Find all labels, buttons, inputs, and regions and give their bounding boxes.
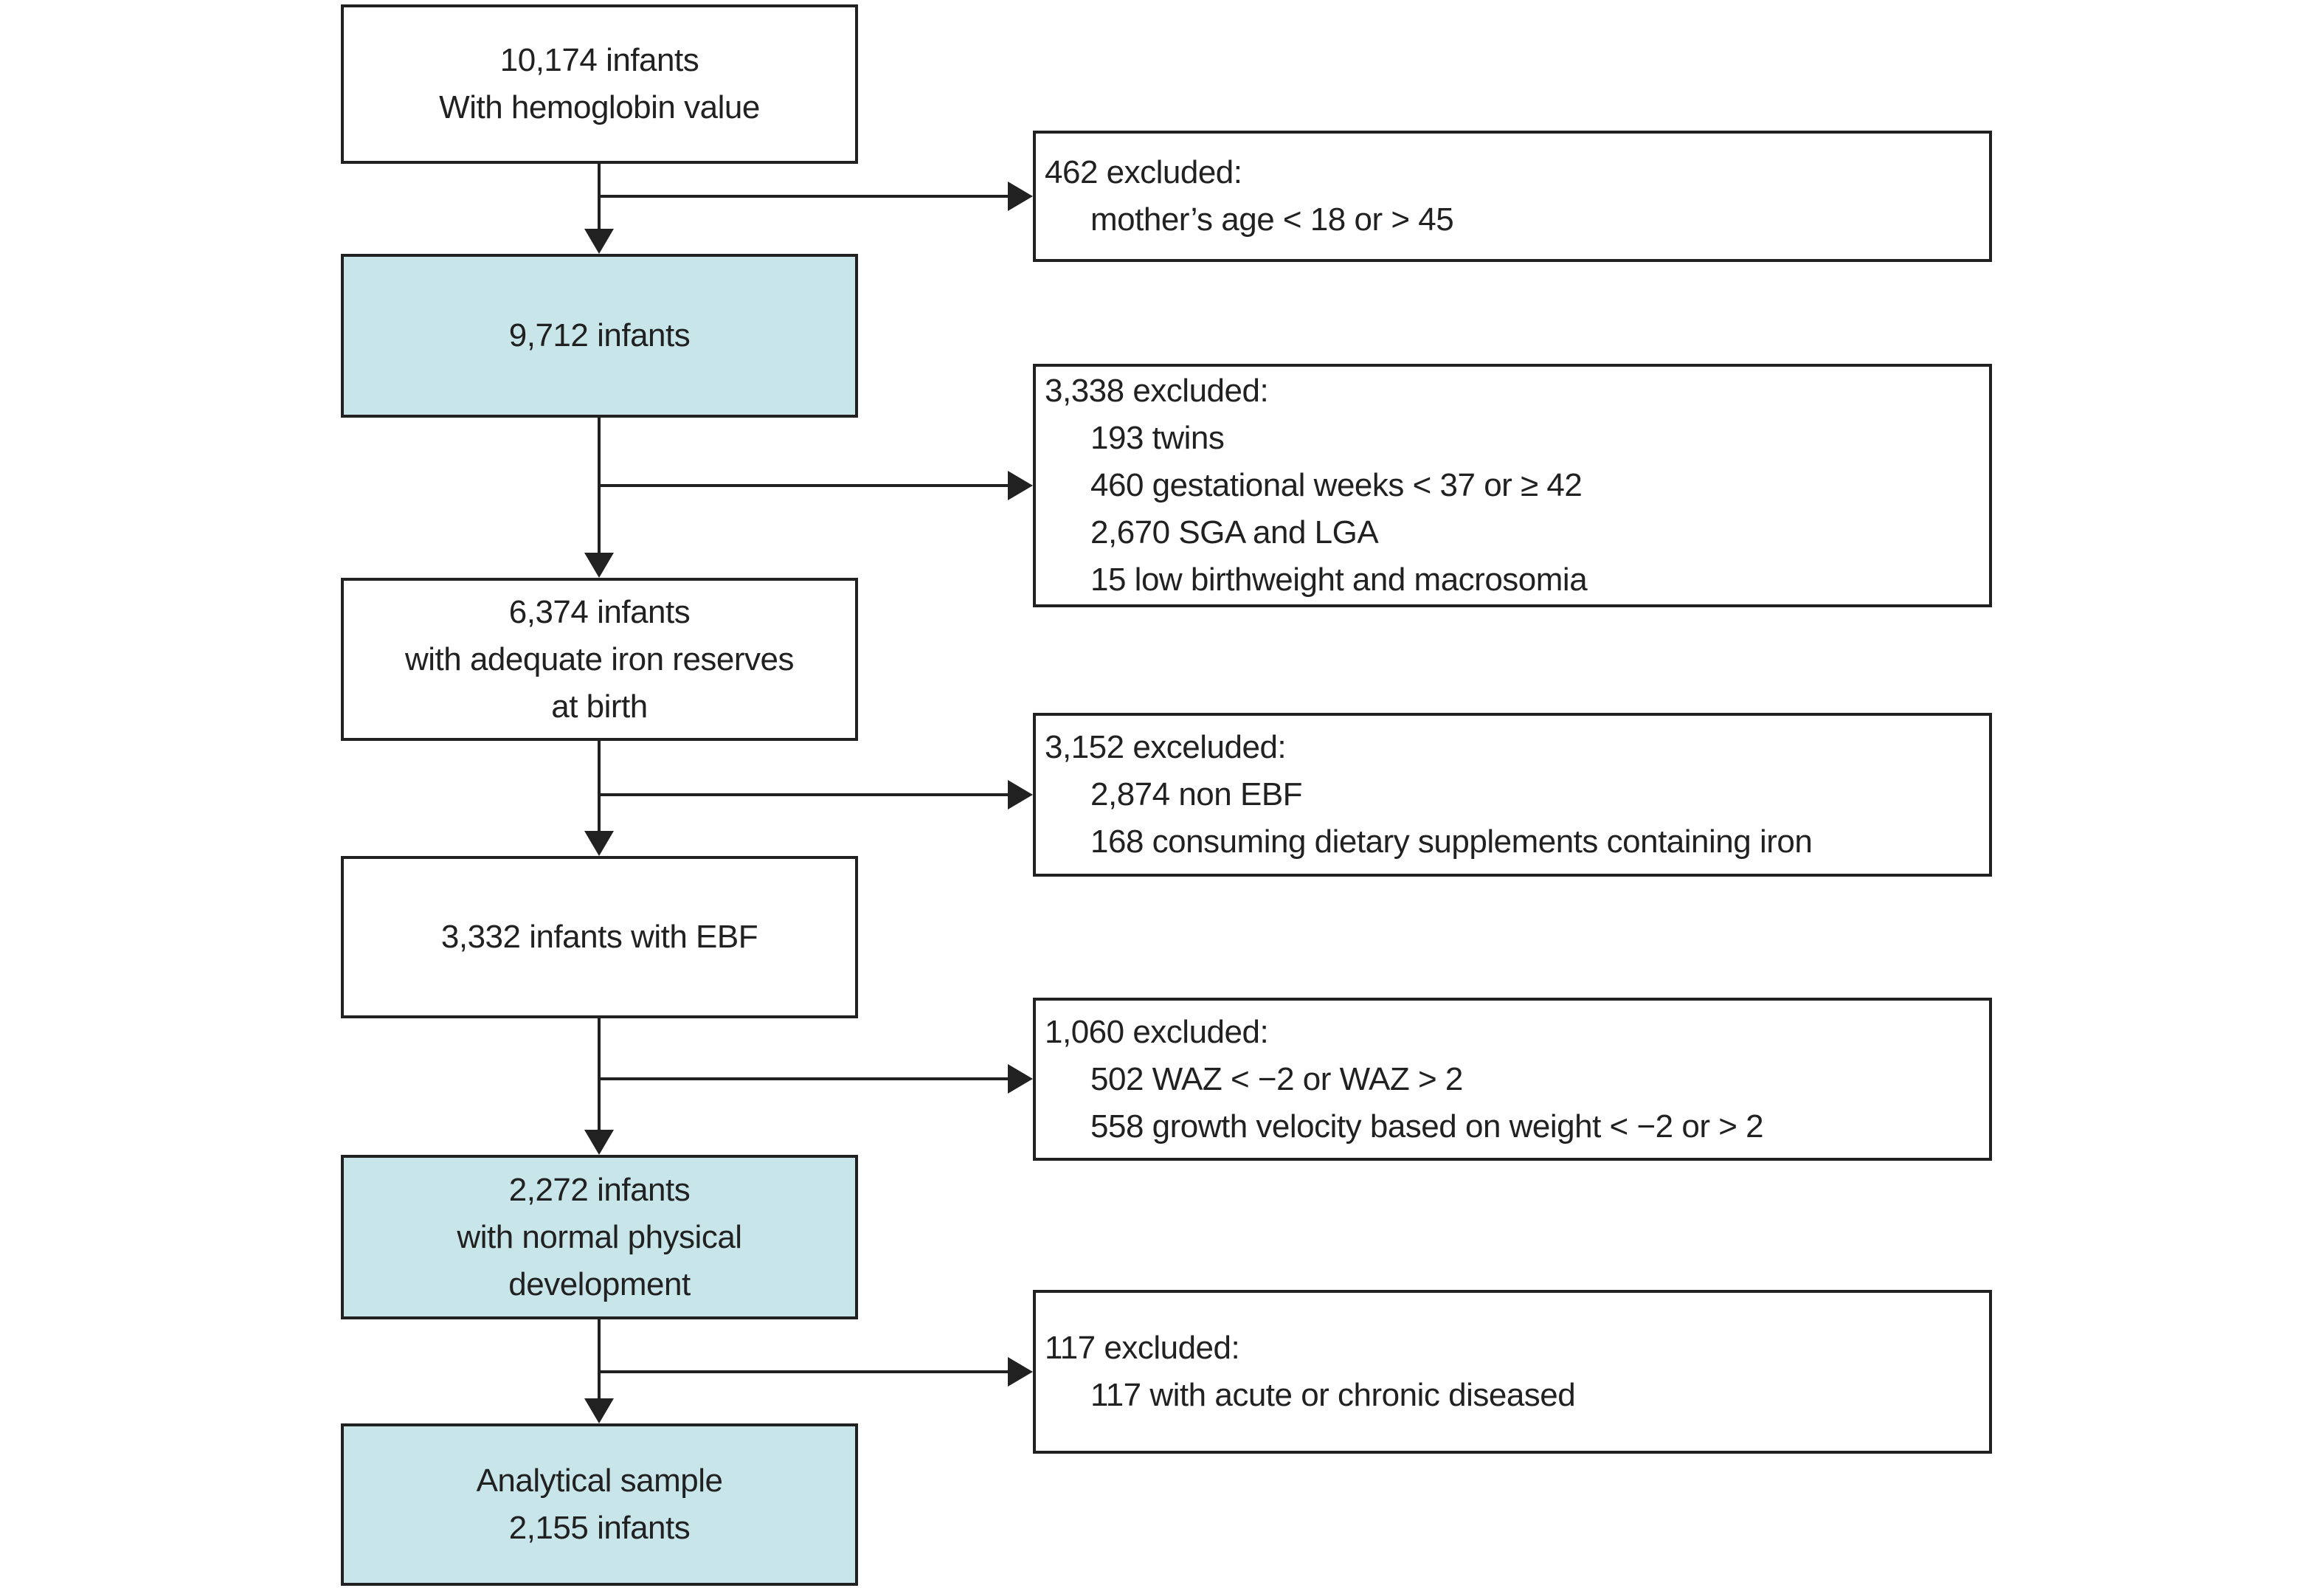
- box-line: 2,155 infants: [508, 1510, 691, 1546]
- arrow-down-icon: [584, 1398, 614, 1423]
- box-line: 10,174 infants: [499, 42, 699, 78]
- box-line: at birth: [551, 688, 648, 725]
- exclusion-item: 193 twins: [1090, 420, 1225, 456]
- exclusion-item: 117 with acute or chronic diseased: [1090, 1377, 1576, 1413]
- box-iron-reserves: 6,374 infants with adequate iron reserve…: [341, 578, 858, 741]
- exclusion-item: 460 gestational weeks < 37 or ≥ 42: [1090, 467, 1583, 503]
- connector-down-4: [598, 1018, 601, 1130]
- connector-down-5: [598, 1319, 601, 1398]
- exclusion-item: 2,874 non EBF: [1090, 776, 1303, 812]
- exclusion-header: 1,060 excluded:: [1045, 1013, 1269, 1050]
- connector-right-3: [599, 793, 1008, 796]
- box-normal-development: 2,272 infants with normal physical devel…: [341, 1155, 858, 1319]
- exclusion-item: 2,670 SGA and LGA: [1090, 514, 1379, 550]
- box-line: with normal physical: [457, 1218, 742, 1255]
- box-after-mother-age-exclusion: 9,712 infants: [341, 254, 858, 418]
- exclusion-header: 462 excluded:: [1045, 154, 1242, 190]
- exclusion-box-feeding: 3,152 exceluded: 2,874 non EBF 168 consu…: [1033, 713, 1992, 877]
- box-ebf: 3,332 infants with EBF: [341, 856, 858, 1018]
- box-line: With hemoglobin value: [439, 89, 760, 125]
- box-line: 6,374 infants: [508, 593, 691, 630]
- connector-right-2: [599, 484, 1008, 487]
- exclusion-item: mother’s age < 18 or > 45: [1090, 201, 1454, 238]
- exclusion-item: 168 consuming dietary supplements contai…: [1090, 824, 1813, 860]
- exclusion-box-mother-age: 462 excluded: mother’s age < 18 or > 45: [1033, 131, 1992, 262]
- box-analytical-sample: Analytical sample 2,155 infants: [341, 1423, 858, 1586]
- arrow-right-icon: [1008, 471, 1033, 500]
- arrow-down-icon: [584, 831, 614, 856]
- arrow-right-icon: [1008, 780, 1033, 809]
- exclusion-item: 502 WAZ < −2 or WAZ > 2: [1090, 1060, 1463, 1097]
- box-hemoglobin-cohort: 10,174 infants With hemoglobin value: [341, 4, 858, 164]
- arrow-down-icon: [584, 1130, 614, 1155]
- connector-right-4: [599, 1077, 1008, 1080]
- connector-down-3: [598, 741, 601, 831]
- exclusion-box-growth: 1,060 excluded: 502 WAZ < −2 or WAZ > 2 …: [1033, 998, 1992, 1161]
- exclusion-header: 117 excluded:: [1045, 1330, 1240, 1366]
- arrow-right-icon: [1008, 182, 1033, 211]
- exclusion-item: 558 growth velocity based on weight < −2…: [1090, 1108, 1764, 1145]
- arrow-right-icon: [1008, 1357, 1033, 1387]
- arrow-down-icon: [584, 553, 614, 578]
- exclusion-item: 15 low birthweight and macrosomia: [1090, 562, 1588, 598]
- box-line: 9,712 infants: [508, 317, 691, 353]
- box-line: 2,272 infants: [508, 1171, 691, 1208]
- arrow-right-icon: [1008, 1064, 1033, 1094]
- box-line: 3,332 infants with EBF: [440, 919, 758, 955]
- exclusion-box-disease: 117 excluded: 117 with acute or chronic …: [1033, 1290, 1992, 1454]
- box-line: Analytical sample: [476, 1463, 723, 1499]
- connector-right-1: [599, 195, 1008, 198]
- arrow-down-icon: [584, 229, 614, 254]
- box-line: with adequate iron reserves: [404, 641, 795, 677]
- box-line: development: [508, 1266, 691, 1302]
- exclusion-header: 3,152 exceluded:: [1045, 729, 1287, 765]
- connector-right-5: [599, 1370, 1008, 1373]
- exclusion-box-birth-criteria: 3,338 excluded: 193 twins 460 gestationa…: [1033, 364, 1992, 607]
- exclusion-header: 3,338 excluded:: [1045, 373, 1269, 409]
